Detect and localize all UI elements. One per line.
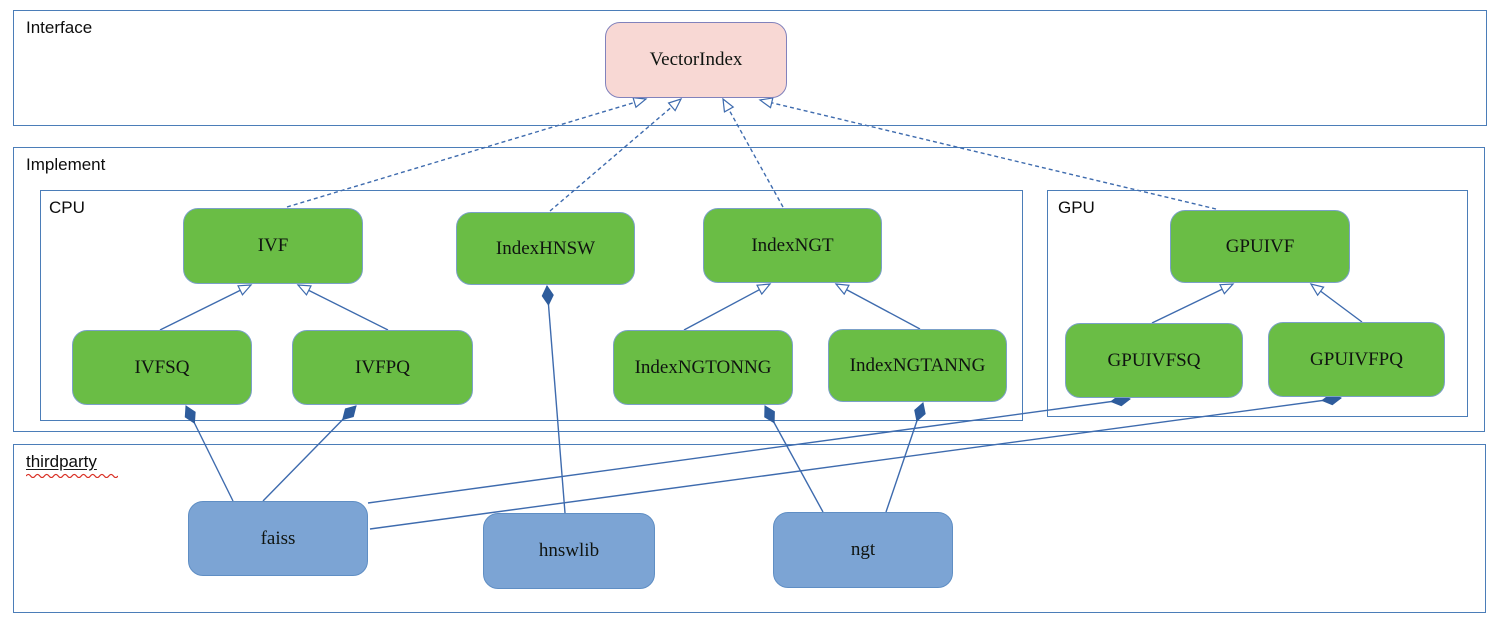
node-indexngtonng[interactable]: IndexNGTONNG (613, 330, 793, 405)
node-indexngtanng[interactable]: IndexNGTANNG (828, 329, 1007, 402)
node-indexngt[interactable]: IndexNGT (703, 208, 882, 283)
node-faiss[interactable]: faiss (188, 501, 368, 576)
node-ivfpq[interactable]: IVFPQ (292, 330, 473, 405)
node-indexhnsw[interactable]: IndexHNSW (456, 212, 635, 285)
node-indexngtonng-label: IndexNGTONNG (634, 356, 772, 378)
node-ngt-label: ngt (850, 539, 876, 560)
node-hnswlib-label: hnswlib (538, 540, 600, 561)
node-ivfpq-label: IVFPQ (355, 356, 410, 378)
node-gpuivfsq-label: GPUIVFSQ (1107, 349, 1201, 371)
node-gpuivfpq-label: GPUIVFPQ (1310, 348, 1403, 370)
container-thirdparty-label: thirdparty (26, 452, 97, 471)
node-vectorindex-label: VectorIndex (649, 49, 743, 70)
node-faiss-label: faiss (260, 527, 296, 549)
node-ivf-label: IVF (257, 235, 289, 256)
container-interface-label: Interface (26, 18, 93, 37)
node-vectorindex[interactable]: VectorIndex (605, 22, 787, 98)
container-gpu-label: GPU (1058, 198, 1095, 217)
node-ngt[interactable]: ngt (773, 512, 953, 588)
node-gpuivfpq[interactable]: GPUIVFPQ (1268, 322, 1445, 397)
node-indexhnsw-label: IndexHNSW (495, 237, 596, 259)
node-gpuivf-label: GPUIVF (1225, 235, 1295, 257)
node-hnswlib[interactable]: hnswlib (483, 513, 655, 589)
node-ivfsq[interactable]: IVFSQ (72, 330, 252, 405)
container-implement-label: Implement (26, 155, 106, 174)
node-indexngt-label: IndexNGT (751, 234, 834, 256)
node-ivfsq-label: IVFSQ (134, 356, 190, 378)
spellcheck-squiggle (26, 473, 118, 478)
node-gpuivf[interactable]: GPUIVF (1170, 210, 1350, 283)
container-cpu-label: CPU (49, 198, 85, 217)
node-gpuivfsq[interactable]: GPUIVFSQ (1065, 323, 1243, 398)
node-ivf[interactable]: IVF (183, 208, 363, 284)
node-indexngtanng-label: IndexNGTANNG (849, 354, 986, 376)
